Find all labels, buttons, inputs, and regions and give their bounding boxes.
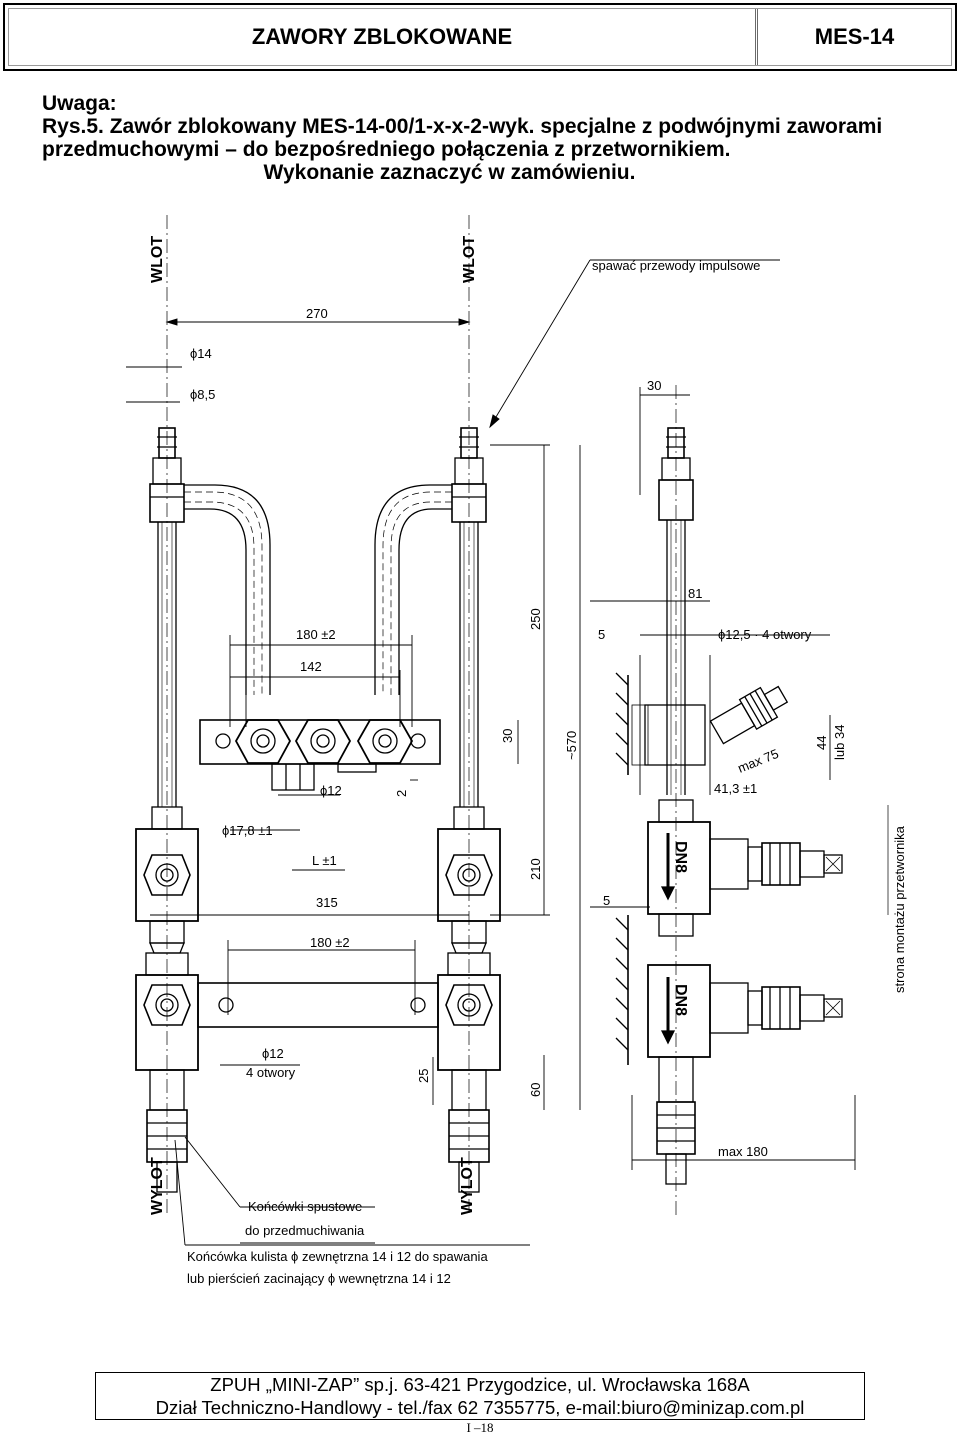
drawing-labels: WLOT WLOT WYLOT WYLOT spawać przewody im… [149, 236, 907, 1286]
note-line-2: przedmuchowymi – do bezpośredniego połąc… [42, 138, 731, 161]
label-wlot-middle: WLOT [461, 236, 478, 283]
right-side-view [615, 427, 843, 1185]
dim-5-lower: 5 [603, 893, 610, 908]
label-wylot-left: WYLOT [149, 1157, 166, 1215]
dim-180-upper: 180 ±2 [296, 627, 336, 642]
label-wylot-middle: WYLOT [459, 1157, 476, 1215]
label-end-note-1: Końcówka kulista ϕ zewnętrzna 14 i 12 do… [187, 1249, 488, 1264]
dim-lub-34: lub 34 [832, 725, 847, 760]
note-line-3: Wykonanie zaznaczyć w zamówieniu. [263, 161, 636, 184]
footer-line-1: ZPUH „MINI-ZAP” sp.j. 63-421 Przygodzice… [210, 1374, 750, 1395]
dim-max-75: max 75 [736, 746, 781, 776]
dim-142: 142 [300, 659, 322, 674]
footer-line-2: Dział Techniczno-Handlowy - tel./fax 62 … [155, 1397, 805, 1418]
footer: ZPUH „MINI-ZAP” sp.j. 63-421 Przygodzice… [95, 1372, 865, 1420]
label-drain-note-1: Końcówki spustowe [248, 1199, 362, 1214]
label-wlot-left: WLOT [149, 236, 166, 283]
middle-column [374, 427, 501, 1193]
dim-5-upper: 5 [598, 627, 605, 642]
dim-25: 25 [416, 1069, 431, 1083]
dim-210: 210 [528, 858, 543, 880]
dim-60: 60 [528, 1083, 543, 1097]
page-number: I –18 [466, 1420, 494, 1435]
dim-81: 81 [688, 586, 702, 601]
dim-phi17-8: ϕ17,8 ±1 [222, 823, 273, 838]
note-block: Uwaga: Rys.5. Zawór zblokowany MES-14-00… [42, 92, 947, 184]
note-label: Uwaga: [42, 92, 117, 115]
label-dn8-lower: DN8 [672, 984, 689, 1016]
dim-L: L ±1 [312, 853, 337, 868]
label-drain-note-2: do przedmuchiwania [245, 1223, 365, 1238]
note-line-1: Rys.5. Zawór zblokowany MES-14-00/1-x-x-… [42, 115, 883, 138]
dim-max-180: max 180 [718, 1144, 768, 1159]
dim-270: 270 [306, 306, 328, 321]
dim-44: 44 [814, 736, 829, 750]
dim-30-vertical: 30 [500, 729, 515, 743]
label-weld-note: spawać przewody impulsowe [592, 258, 760, 273]
dim-180-lower: 180 ±2 [310, 935, 350, 950]
dim-phi12-5: ϕ12,5 · 4 otwory [718, 627, 812, 642]
header-title: ZAWORY ZBLOKOWANE [9, 9, 758, 65]
dim-315: 315 [316, 895, 338, 910]
axis-lines [166, 215, 677, 1215]
label-dn8-upper: DN8 [672, 841, 689, 873]
dim-30-horizontal: 30 [647, 378, 661, 393]
header-frame: ZAWORY ZBLOKOWANE MES-14 [8, 8, 952, 66]
dim-phi12-upper: ϕ12 [320, 783, 342, 798]
label-side-note: strona montażu przetwornika [892, 825, 907, 993]
dim-41-3: 41,3 ±1 [714, 781, 757, 796]
technical-drawing: WLOT WLOT WYLOT WYLOT spawać przewody im… [126, 215, 907, 1286]
dim-250: 250 [528, 608, 543, 630]
dim-phi12-lower: ϕ12 [262, 1046, 284, 1061]
left-column [135, 427, 271, 1193]
document-header: ZAWORY ZBLOKOWANE MES-14 [3, 3, 957, 71]
dim-2: 2 [394, 790, 409, 797]
dim-570: ~570 [564, 731, 579, 760]
dim-4-otwory: 4 otwory [246, 1065, 296, 1080]
header-code: MES-14 [814, 24, 895, 49]
dimension-lines [126, 259, 889, 1246]
lower-manifold [197, 982, 439, 1028]
label-end-note-2: lub pierścień zacinający ϕ wewnętrzna 14… [187, 1271, 451, 1286]
upper-manifold [199, 719, 441, 791]
dim-phi8-5: ϕ8,5 [190, 387, 215, 402]
dim-phi14: ϕ14 [190, 346, 212, 361]
